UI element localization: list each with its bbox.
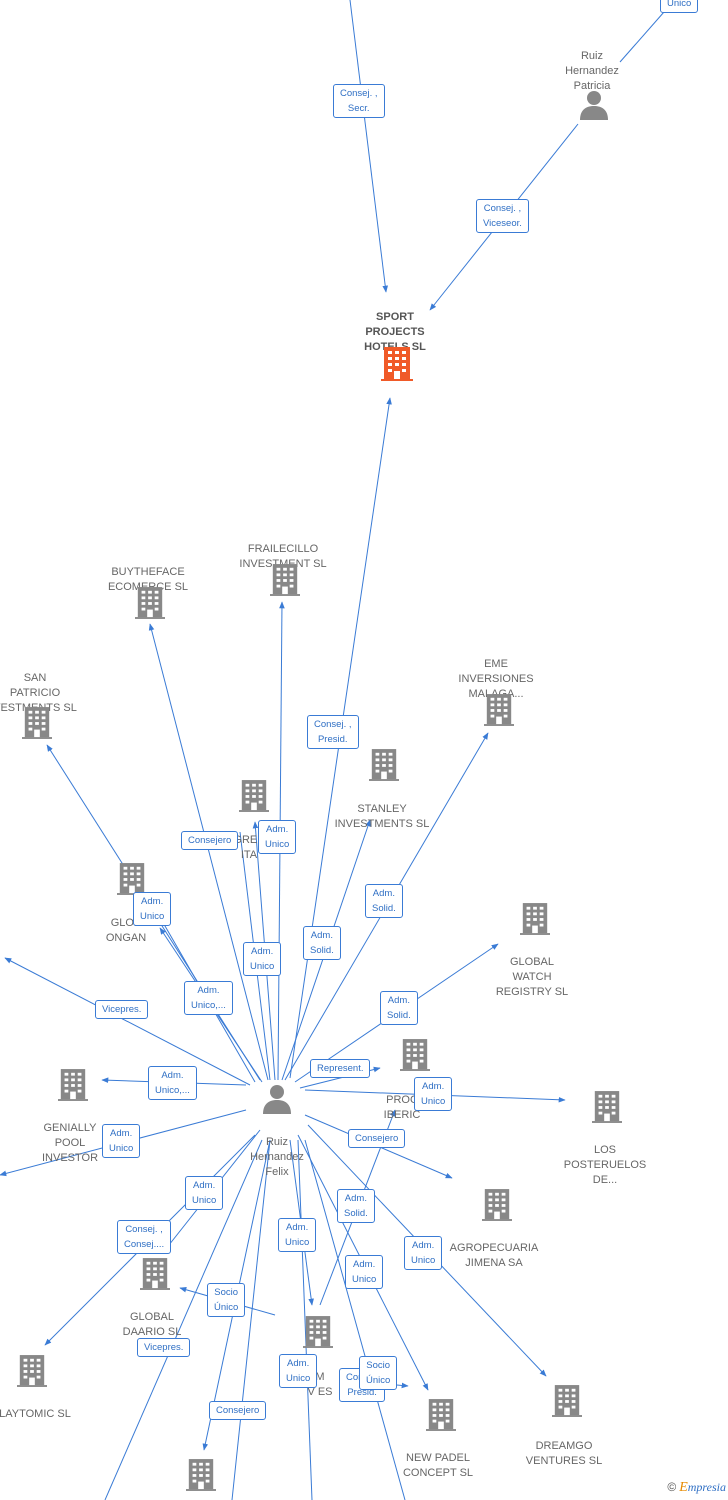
node-label: Ruiz Hernandez Patricia xyxy=(565,50,619,92)
edge-felix-buytheface xyxy=(148,623,269,1081)
edge-felix-bottom3 xyxy=(297,1139,313,1500)
building-icon xyxy=(270,564,300,596)
node-label: GLOBAL WATCH REGISTRY SL xyxy=(495,956,569,998)
role-badge-vicepres[interactable]: Vicepres. xyxy=(137,1338,191,1357)
role-badge-adm-solid[interactable]: Adm. Solid. xyxy=(303,926,341,960)
role-badge-consej-consej[interactable]: Consej. , Consej.... xyxy=(117,1220,172,1254)
role-badge-adm-unico[interactable]: Adm. Unico xyxy=(345,1255,384,1289)
building-icon-highlight xyxy=(381,347,413,381)
node-vm[interactable]: M V ES xyxy=(270,1355,370,1415)
role-badge-socio-unico[interactable]: Socio Único xyxy=(359,1356,398,1390)
role-badge-consej-secr[interactable]: Consej. , Secr. xyxy=(333,84,385,118)
node-label: M V ES xyxy=(307,1371,333,1398)
role-badge-adm-unico[interactable]: Adm. Unico xyxy=(414,1077,453,1111)
building-icon xyxy=(369,749,399,781)
role-badge-adm-unico[interactable]: Adm. Unico xyxy=(278,1218,317,1252)
node-agropecuaria[interactable]: AGROPECUARIA JIMENA SA xyxy=(439,1226,549,1286)
building-icon xyxy=(303,1316,333,1348)
building-icon xyxy=(117,863,147,895)
node-label: LOS POSTERUELOS DE... xyxy=(563,1144,647,1186)
node-global-watch[interactable]: GLOBAL WATCH REGISTRY SL xyxy=(482,940,582,1015)
brand-initial: E xyxy=(679,1480,688,1495)
node-patricia[interactable]: Ruiz Hernandez Patricia xyxy=(546,34,638,109)
role-badge-adm-solid[interactable]: Adm. Solid. xyxy=(365,884,403,918)
node-label: DREAMGO VENTURES SL xyxy=(525,1440,603,1467)
node-playtomic[interactable]: LAYTOMIC SL xyxy=(0,1392,80,1437)
edge-top-to-sport xyxy=(349,0,389,293)
role-badge-unico[interactable]: Unico xyxy=(660,0,699,13)
person-icon xyxy=(263,1085,291,1114)
building-icon xyxy=(482,1189,512,1221)
copyright-symbol: © xyxy=(667,1480,677,1494)
brand-watermark: ©Empresia xyxy=(667,1480,726,1496)
building-icon xyxy=(239,780,269,812)
edge-felix-bottom4 xyxy=(304,1139,406,1500)
role-badge-consejero[interactable]: Consejero xyxy=(181,831,239,850)
node-label: STANLEY INVESTMENTS SL xyxy=(334,803,430,830)
building-icon xyxy=(484,694,514,726)
node-label: GLOBAL DAARIO SL xyxy=(122,1311,182,1338)
node-label: Ruiz Hernandez Felix xyxy=(250,1136,304,1178)
building-icon xyxy=(135,587,165,619)
building-icon xyxy=(520,903,550,935)
role-badge-adm-unico[interactable]: Adm. Unico xyxy=(404,1236,443,1270)
role-badge-adm-unico[interactable]: Adm. Unico xyxy=(279,1354,318,1388)
node-dreamgo[interactable]: DREAMGO VENTURES SL xyxy=(512,1424,616,1484)
building-icon xyxy=(58,1069,88,1101)
edge-felix-left-top xyxy=(4,957,251,1086)
node-buytheface[interactable]: BUYTHEFACE ECOMERCE SL xyxy=(88,550,208,610)
role-badge-adm-solid[interactable]: Adm. Solid. xyxy=(337,1189,375,1223)
node-label: GREE ITA xyxy=(233,834,265,861)
node-newpadel[interactable]: NEW PADEL CONCEPT SL xyxy=(386,1436,490,1496)
role-badge-adm-unico[interactable]: Adm. Unico xyxy=(133,892,172,926)
edge-felix-bottom-left xyxy=(104,1139,263,1500)
node-label: NEW PADEL CONCEPT SL xyxy=(402,1452,474,1479)
building-icon xyxy=(140,1258,170,1290)
role-badge-adm-unico[interactable]: Adm. Unico xyxy=(102,1124,141,1158)
node-felix[interactable]: Ruiz Hernandez Felix xyxy=(232,1120,322,1195)
building-icon xyxy=(426,1399,456,1431)
role-badge-adm-unico[interactable]: Adm. Unico xyxy=(185,1176,224,1210)
building-icon xyxy=(592,1091,622,1123)
node-green[interactable]: GREE ITA xyxy=(224,818,274,878)
role-badge-adm-unico-multi[interactable]: Adm. Unico,... xyxy=(184,981,233,1015)
building-icon xyxy=(22,707,52,739)
node-label: LAYTOMIC SL xyxy=(0,1408,71,1420)
brand-name: mpresia xyxy=(687,1480,726,1494)
role-badge-adm-solid[interactable]: Adm. Solid. xyxy=(380,991,418,1025)
node-posteruelos[interactable]: LOS POSTERUELOS DE... xyxy=(555,1128,655,1203)
role-badge-socio-unico[interactable]: Socio Único xyxy=(207,1283,246,1317)
building-icon xyxy=(400,1039,430,1071)
building-icon xyxy=(552,1385,582,1417)
person-icon xyxy=(580,91,608,120)
node-proc[interactable]: PROC IBERIC xyxy=(372,1078,432,1138)
node-label: GENIALLY POOL INVESTOR xyxy=(41,1122,99,1164)
edge-felix-bottom2 xyxy=(231,1139,271,1500)
edge-unico-to-patricia xyxy=(619,11,665,63)
building-icon xyxy=(17,1355,47,1387)
node-genially[interactable]: GENIALLY POOL INVESTOR xyxy=(20,1106,120,1181)
role-badge-adm-unico[interactable]: Adm. Unico xyxy=(258,820,297,854)
node-daario[interactable]: GLOBAL DAARIO SL xyxy=(112,1295,192,1355)
building-icon xyxy=(186,1459,216,1491)
node-label: AGROPECUARIA JIMENA SA xyxy=(449,1242,539,1269)
node-label: BUYTHEFACE ECOMERCE SL xyxy=(107,566,189,593)
role-badge-adm-unico[interactable]: Adm. Unico xyxy=(243,942,282,976)
role-badge-consej-vicesecr[interactable]: Consej. , Viceseor. xyxy=(476,199,529,233)
role-badge-adm-unico-multi[interactable]: Adm. Unico,... xyxy=(148,1066,197,1100)
role-badge-consejero[interactable]: Consejero xyxy=(209,1401,267,1420)
role-badge-consej-presid[interactable]: Consej. , Presid. xyxy=(307,715,359,749)
role-badge-represent[interactable]: Represent. xyxy=(310,1059,371,1078)
node-label: PROC IBERIC xyxy=(383,1094,421,1121)
role-badge-consejero[interactable]: Consejero xyxy=(348,1129,406,1148)
role-badge-vicepres[interactable]: Vicepres. xyxy=(95,1000,149,1019)
node-stanley[interactable]: STANLEY INVESTMENTS SL xyxy=(322,787,442,847)
